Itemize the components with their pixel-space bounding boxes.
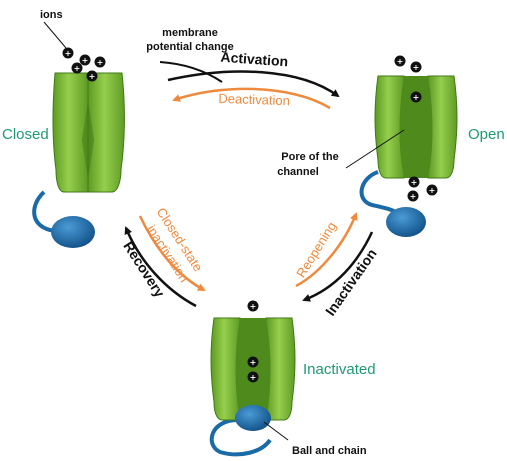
deactivation-arrow <box>172 87 331 110</box>
inactivated-channel <box>209 317 296 457</box>
svg-text:+: + <box>97 58 104 67</box>
activation-arrow <box>167 70 340 98</box>
pore-label-line2: channel <box>277 166 319 178</box>
closed-subunit-left <box>52 72 89 193</box>
recovery-arrow <box>124 226 197 308</box>
ion: + <box>408 176 420 188</box>
inactivated-label: Inactivated <box>303 361 376 378</box>
inactivated-subunit-right <box>265 317 296 421</box>
closed-channel <box>32 72 126 248</box>
ion: + <box>79 54 91 66</box>
deactivation-label: Deactivation <box>218 91 290 108</box>
svg-text:+: + <box>397 57 404 66</box>
inactivated-subunit-left <box>210 317 241 421</box>
ion: + <box>71 62 83 74</box>
svg-text:+: + <box>411 178 418 187</box>
inactivated-chain <box>209 418 272 457</box>
open-pore <box>399 76 433 178</box>
ion: + <box>94 56 106 68</box>
inactivation-arrow <box>302 231 374 302</box>
closed-subunit-right <box>87 72 126 193</box>
svg-text:+: + <box>82 56 89 65</box>
ball-and-chain-label: Ball and chain <box>292 445 367 457</box>
open-label: Open <box>468 126 505 143</box>
ion: + <box>407 190 419 202</box>
inactivated-pore <box>235 318 271 420</box>
ions-label: ions <box>40 9 63 21</box>
svg-text:+: + <box>413 63 420 72</box>
svg-text:+: + <box>413 93 420 102</box>
closed-pore <box>82 100 94 180</box>
membrane-potential-line <box>159 61 223 83</box>
ion: + <box>410 61 422 73</box>
activation-label: Activation <box>220 49 289 70</box>
pore-label-line1: Pore of the <box>281 151 338 163</box>
inactivated-ball <box>235 405 271 431</box>
open-subunit-left <box>374 75 405 179</box>
pore-pointer-line <box>345 129 405 169</box>
ion: + <box>247 356 259 368</box>
svg-text:+: + <box>429 186 436 195</box>
open-channel <box>359 75 458 237</box>
ion: + <box>86 70 98 82</box>
ion: + <box>247 300 259 312</box>
closed-ball <box>51 216 95 248</box>
closed-state-inactivation-arrow <box>138 215 206 292</box>
svg-text:+: + <box>250 302 257 311</box>
ions-pointer-line <box>43 21 67 49</box>
membrane-label-line1: membrane <box>162 27 218 39</box>
transition-arrows <box>124 61 374 308</box>
closed-label: Closed <box>2 126 49 143</box>
svg-text:+: + <box>65 49 72 58</box>
svg-text:+: + <box>89 72 96 81</box>
ion: + <box>394 55 406 67</box>
ion: + <box>410 91 422 103</box>
ion: + <box>247 371 259 383</box>
membrane-label-line2: potential change <box>146 41 233 53</box>
reopening-arrow <box>295 212 358 288</box>
ion: + <box>426 184 438 196</box>
svg-text:+: + <box>74 64 81 73</box>
ions: + + + + + + + + + + + + + + <box>62 47 438 383</box>
open-ball <box>386 207 426 237</box>
ball-pointer-line <box>263 421 289 441</box>
svg-text:+: + <box>250 358 257 367</box>
ion: + <box>62 47 74 59</box>
open-subunit-right <box>427 75 458 179</box>
svg-text:+: + <box>250 373 257 382</box>
svg-text:+: + <box>410 192 417 201</box>
